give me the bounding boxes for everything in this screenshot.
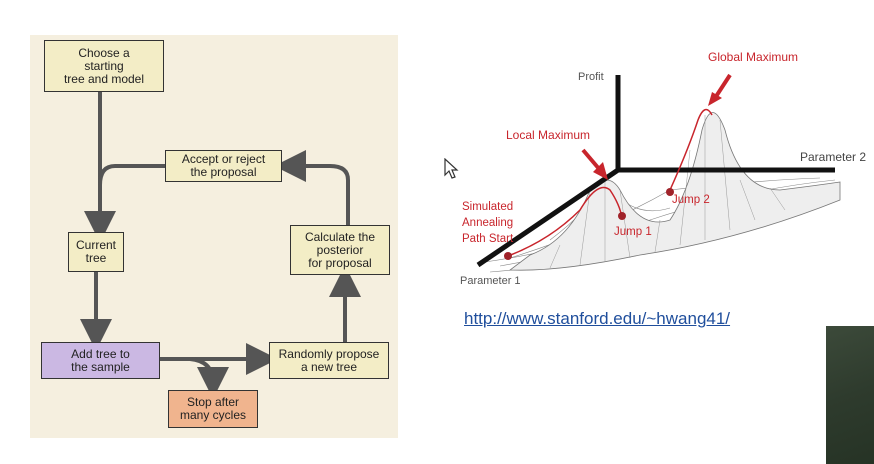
calculate-posterior-box: Calculate the posterior for proposal <box>290 225 390 275</box>
landscape-surface <box>508 112 841 271</box>
sa-label-line3: Path Start <box>462 233 514 245</box>
local-max-label: Local Maximum <box>506 128 590 142</box>
global-max-arrow <box>713 73 732 100</box>
jump-path <box>669 108 713 191</box>
choose-start-box: Choose a starting tree and model <box>44 40 164 92</box>
arrow-calculate-to-accept <box>274 150 350 225</box>
current-tree-box: Current tree <box>68 232 124 272</box>
accept-reject-box: Accept or reject the proposal <box>165 150 282 182</box>
mouse-cursor-icon <box>444 158 459 179</box>
local-max-arrowhead <box>593 162 608 180</box>
jump-2-label: Jump 2 <box>672 194 710 206</box>
flowchart-panel: Choose a starting tree and model Accept … <box>30 35 398 438</box>
add-tree-box: Add tree to the sample <box>41 342 160 379</box>
jump-1-point <box>618 212 626 220</box>
annealing-path <box>507 186 623 257</box>
local-max-arrow <box>581 148 602 172</box>
sa-label-line1: Simulated <box>462 201 513 213</box>
flowchart-arrows <box>80 92 361 399</box>
parameter-2-label: Parameter 2 <box>800 150 866 164</box>
arrow-accept-to-current <box>98 164 165 186</box>
profit-label: Profit <box>578 71 604 83</box>
jump-2-point <box>666 188 674 196</box>
path-start-point <box>504 252 512 260</box>
parameter-1-label: Parameter 1 <box>460 275 521 287</box>
arrow-to-stop <box>189 357 229 399</box>
stop-box: Stop after many cycles <box>168 390 258 428</box>
landscape-gridlines <box>549 115 786 269</box>
global-max-arrowhead <box>708 92 722 106</box>
sa-label-line2: Annealing <box>462 217 513 229</box>
global-max-label: Global Maximum <box>708 50 798 64</box>
corner-photo <box>826 326 874 464</box>
propose-tree-box: Randomly propose a new tree <box>269 342 389 379</box>
fitness-landscape: Profit Global Maximum Local Maximum Para… <box>460 50 866 287</box>
stanford-link[interactable]: http://www.stanford.edu/~hwang41/ <box>464 309 731 328</box>
jump-1-label: Jump 1 <box>614 226 652 238</box>
parameter-1-axis <box>476 167 620 268</box>
